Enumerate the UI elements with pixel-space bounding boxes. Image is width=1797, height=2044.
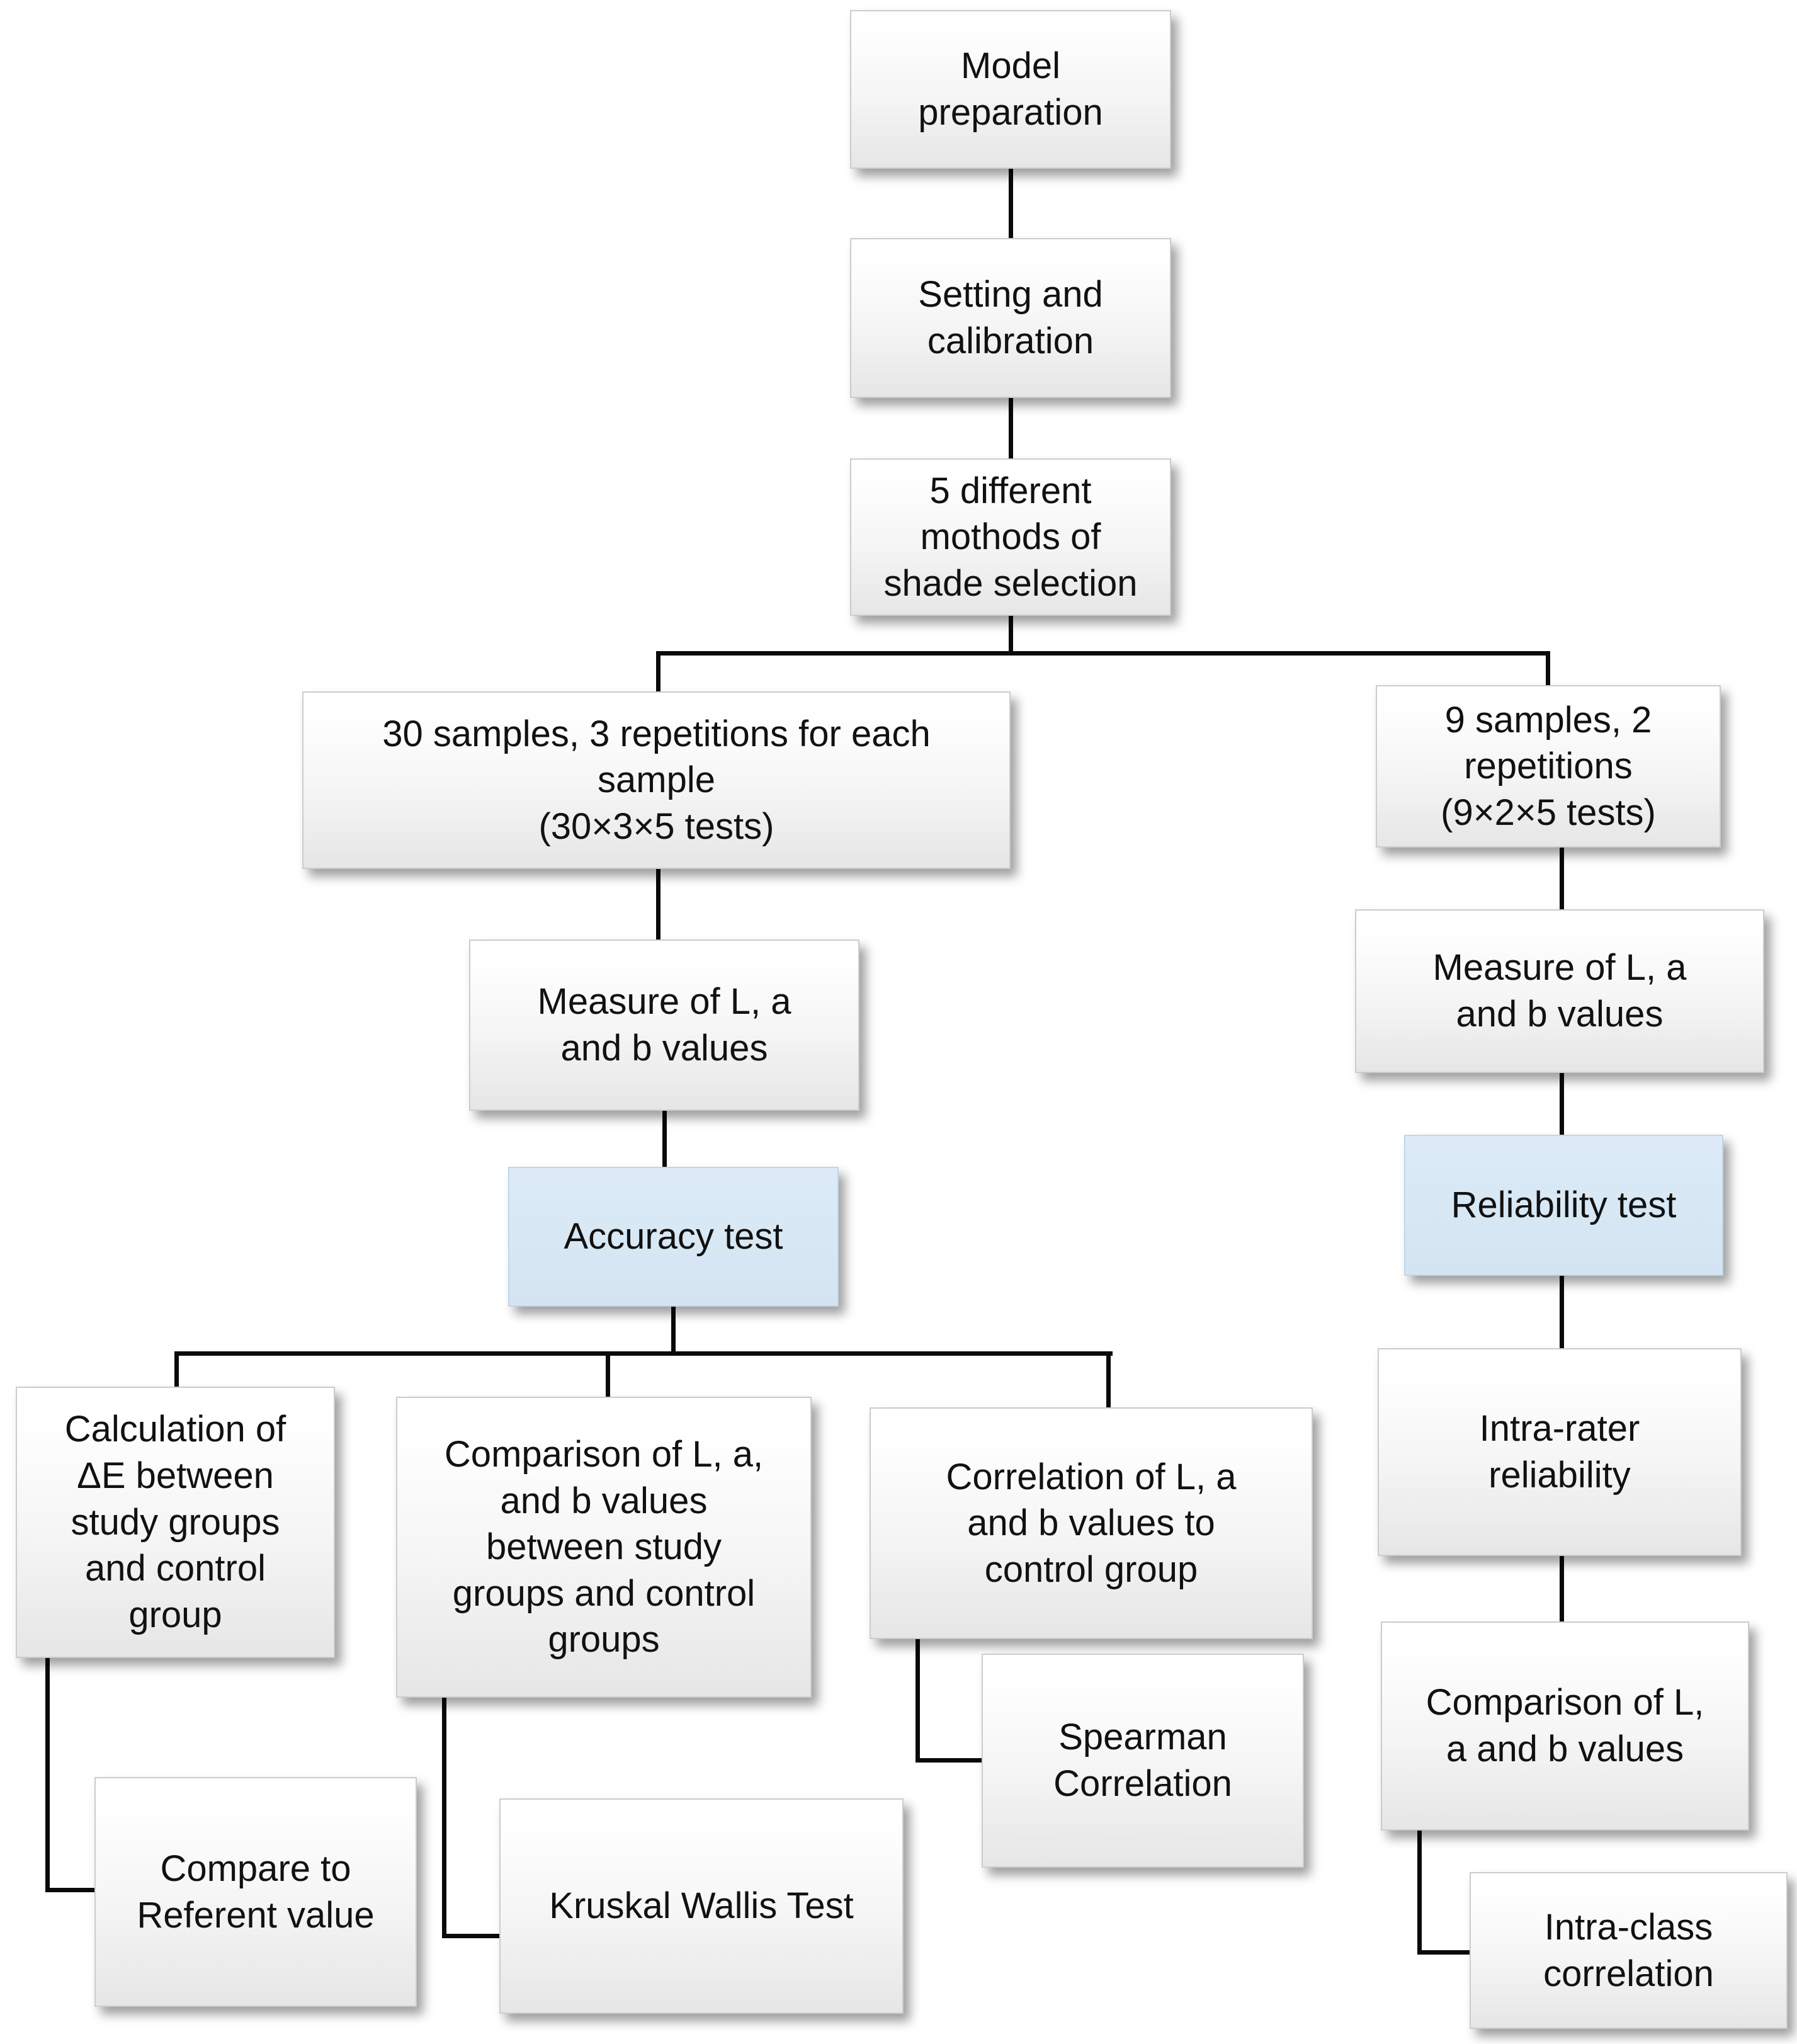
connector-methods-stub [1009,615,1013,654]
node-label: Measure of L, a and b values [537,981,791,1069]
connector-intraclass-elbow-vertical [1417,1829,1422,1955]
flow-node-comparison-lab-right: Comparison of L, a and b values [1381,1621,1749,1831]
flow-node-samples-30: 30 samples, 3 repetitions for each sampl… [302,691,1011,869]
connector-measure-to-accuracy [662,1110,667,1168]
connector-accuracy-stub [671,1305,676,1354]
node-label: Correlation of L, a and b values to cont… [946,1456,1237,1590]
node-label: Kruskal Wallis Test [549,1885,854,1927]
connector-correlation-elbow-horizontal [916,1758,984,1763]
node-label: Intra-rater reliability [1479,1408,1640,1496]
node-label: Reliability test [1451,1184,1677,1226]
connector-comparison-elbow-horizontal [442,1934,502,1938]
flow-node-model-preparation: Model preparation [850,10,1171,169]
flow-node-intra-class-correlation: Intra-class correlation [1470,1872,1788,2029]
connector-branch-to-samples9 [1546,651,1550,686]
connector-branch-to-correlation [1106,1351,1111,1409]
connector-correlation-elbow-vertical [916,1638,920,1763]
flow-node-samples-9: 9 samples, 2 repetitions (9×2×5 tests) [1376,685,1721,848]
flow-node-shade-selection-methods: 5 different mothods of shade selection [850,458,1171,616]
node-label: 5 different mothods of shade selection [883,470,1138,604]
node-label: Spearman Correlation [1053,1717,1232,1804]
connector-branch-to-comparison [606,1351,610,1398]
flow-node-measure-lab-left: Measure of L, a and b values [469,940,859,1111]
node-label: Calculation of ΔE between study groups a… [64,1409,286,1635]
flow-node-spearman-correlation: Spearman Correlation [982,1654,1304,1868]
node-label: Comparison of L, a, and b values between… [444,1433,764,1661]
flow-node-measure-lab-right: Measure of L, a and b values [1355,909,1764,1073]
connector-comparison-elbow-vertical [442,1696,446,1938]
flow-node-correlation-lab-control: Correlation of L, a and b values to cont… [870,1407,1313,1639]
node-label: Measure of L, a and b values [1432,947,1687,1035]
node-label: 30 samples, 3 repetitions for each sampl… [382,713,931,847]
connector-intraclass-elbow-horizontal [1417,1950,1472,1955]
flow-node-calculation-delta-e: Calculation of ΔE between study groups a… [16,1387,335,1658]
connector-measure-to-reliability [1560,1072,1564,1136]
node-label: Compare to Referent value [137,1848,375,1936]
node-label: Setting and calibration [918,274,1103,361]
connector-intrarater-to-comparison [1560,1555,1564,1623]
flow-node-intra-rater-reliability: Intra-rater reliability [1378,1348,1742,1556]
flow-node-accuracy-test: Accuracy test [508,1167,839,1307]
flow-node-compare-referent-value: Compare to Referent value [94,1777,417,2007]
connector-reliability-to-intrarater [1560,1275,1564,1349]
flow-node-kruskal-wallis-test: Kruskal Wallis Test [499,1798,904,2014]
connector-branch-to-samples30 [656,651,660,693]
node-label: Model preparation [918,45,1103,133]
flow-node-reliability-test: Reliability test [1404,1135,1723,1276]
flow-node-setting-calibration: Setting and calibration [850,238,1171,398]
connector-accuracy-branch-horizontal [174,1351,1113,1356]
connector-samples30-to-measure [656,868,660,941]
node-label: 9 samples, 2 repetitions (9×2×5 tests) [1441,699,1656,833]
connector-calculation-elbow-vertical [45,1657,50,1892]
node-label: Accuracy test [564,1216,783,1258]
connector-branch-to-calculation [174,1351,179,1388]
connector-samples9-to-measure [1560,846,1564,911]
flow-node-comparison-lab-groups: Comparison of L, a, and b values between… [396,1397,812,1698]
node-label: Intra-class correlation [1543,1906,1714,1994]
connector-calculation-elbow-horizontal [45,1888,97,1892]
node-label: Comparison of L, a and b values [1426,1682,1704,1769]
connector-setting-to-methods [1009,397,1013,460]
connector-top-branch-horizontal [656,651,1550,656]
connector-model-to-setting [1009,169,1013,241]
